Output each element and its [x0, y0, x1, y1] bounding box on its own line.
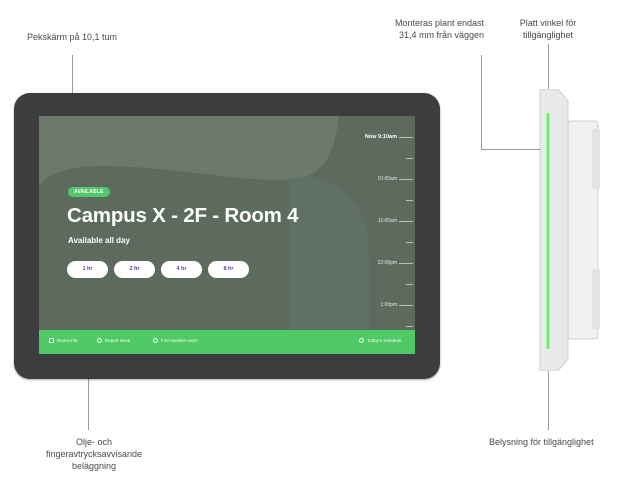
timeline-half-tick — [406, 158, 413, 159]
duration-button-2hr[interactable]: 2 hr — [114, 261, 155, 278]
timeline-now-tick — [399, 137, 413, 138]
mount-leader-horizontal — [481, 149, 541, 150]
timeline-half-tick — [406, 284, 413, 285]
room-title: Campus X - 2F - Room 4 — [67, 204, 299, 227]
wall-mount-bracket — [567, 120, 599, 340]
timeline-half-tick — [406, 200, 413, 201]
duration-button-4hr[interactable]: 4 hr — [161, 261, 202, 278]
timeline-half-tick — [406, 326, 413, 327]
duration-button-1hr[interactable]: 1 hr — [67, 261, 108, 278]
tablet-front-view: AVAILABLE Campus X - 2F - Room 4 Availab… — [14, 93, 440, 379]
accessibility-led-strip — [546, 113, 550, 349]
search-icon — [153, 338, 158, 343]
timeline-hour-tick — [399, 305, 413, 306]
timeline-hour-tick — [399, 179, 413, 180]
duration-button-8hr[interactable]: 8 hr — [208, 261, 249, 278]
mount-annotation: Monteras plant endast 31,4 mm från vägge… — [384, 17, 484, 41]
availability-badge: AVAILABLE — [68, 187, 110, 197]
timeline-half-tick — [406, 242, 413, 243]
duration-buttons: 1 hr 2 hr 4 hr 8 hr — [67, 261, 249, 278]
timeline-hour-tick — [399, 263, 413, 264]
todays-schedule-button[interactable]: Today's schedule — [359, 338, 401, 343]
report-issue-label: Report issue — [105, 338, 131, 343]
coating-annotation-line3: beläggning — [71, 461, 117, 471]
timeline-time-label: 11:00am — [377, 218, 397, 224]
bracket-detail-bottom — [592, 269, 600, 329]
calendar-icon — [359, 338, 364, 343]
room-availability-text: Available all day — [68, 236, 130, 245]
mount-annotation-line1: Monteras plant endast — [394, 18, 484, 28]
todays-schedule-label: Today's schedule — [367, 338, 402, 343]
timeline-time-label: 12:00pm — [377, 260, 397, 266]
coating-annotation: Olje- och fingeravtrycksavvisande belägg… — [46, 436, 142, 472]
room-info-button[interactable]: Room info — [49, 338, 78, 343]
mount-annotation-line2: 31,4 mm från väggen — [398, 30, 484, 40]
mount-leader-vertical — [481, 55, 482, 150]
info-icon — [49, 338, 54, 343]
screen-background-shape — [39, 116, 369, 330]
find-room-button[interactable]: Find another room — [153, 338, 198, 343]
lighting-annotation: Belysning för tillgänglighet — [489, 437, 594, 447]
tablet-side-view — [532, 88, 602, 372]
timeline-time-label: 1:00pm — [380, 302, 397, 308]
lighting-leader-line — [548, 350, 549, 430]
coating-leader-line — [88, 356, 89, 430]
timeline-now-label: Now 9:10am — [364, 134, 397, 140]
timeline-hour-tick — [399, 221, 413, 222]
room-info-label: Room info — [57, 338, 78, 343]
angle-annotation-line1: Platt vinkel för — [519, 18, 577, 28]
angle-annotation: Platt vinkel för tillgänglighet — [512, 17, 584, 41]
angle-leader-line — [548, 44, 549, 100]
timeline-time-label: 10:00am — [377, 176, 397, 182]
touchscreen-annotation: Pekskärm på 10,1 tum — [27, 32, 118, 42]
coating-annotation-line1: Olje- och — [75, 437, 112, 447]
angle-annotation-line2: tillgänglighet — [522, 30, 574, 40]
coating-annotation-line2: fingeravtrycksavvisande — [46, 449, 143, 459]
schedule-timeline[interactable]: Now 9:10am 10:00am 11:00am 12:00pm 1:00p… — [357, 116, 415, 330]
alert-icon — [97, 338, 102, 343]
report-issue-button[interactable]: Report issue — [97, 338, 130, 343]
tablet-screen[interactable]: AVAILABLE Campus X - 2F - Room 4 Availab… — [39, 116, 415, 354]
side-profile-drawing — [539, 88, 600, 372]
find-room-label: Find another room — [161, 338, 198, 343]
bottom-action-bar: Room info Report issue Find another room… — [39, 330, 415, 354]
touchscreen-leader-line — [72, 55, 73, 128]
bracket-detail-top — [592, 129, 600, 189]
